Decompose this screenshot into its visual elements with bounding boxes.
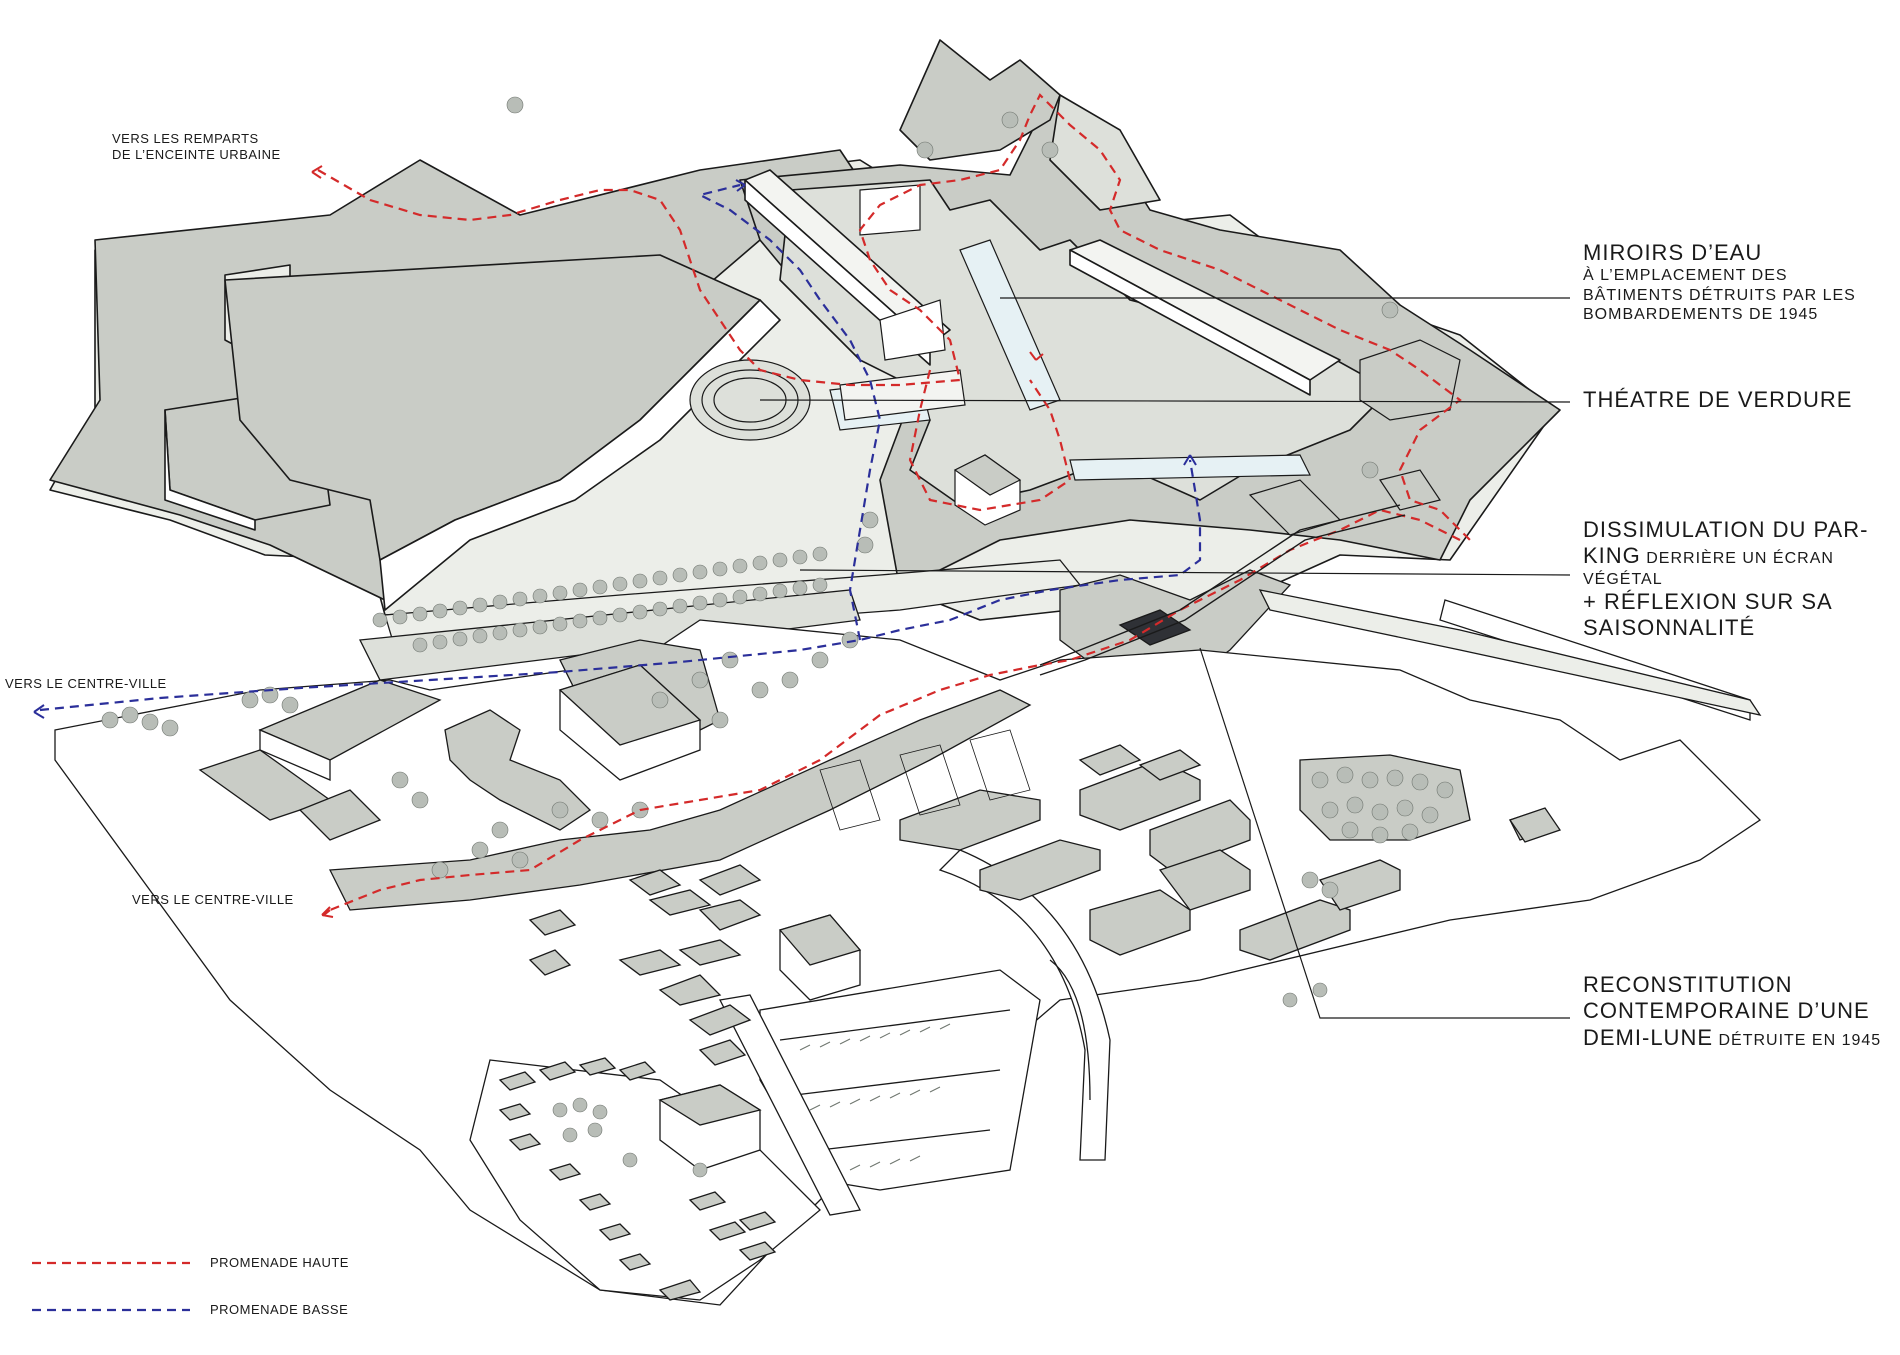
annotation-parking-line3: VÉGÉTAL xyxy=(1583,570,1663,588)
label-remparts-line2: DE L’ENCEINTE URBAINE xyxy=(112,146,281,162)
annotation-parking-line2-big: KING xyxy=(1583,543,1641,569)
trees xyxy=(101,96,1454,1178)
legend-swatches xyxy=(32,1261,190,1312)
annotation-parking-line5: SAISONNALITÉ xyxy=(1583,615,1756,641)
label-remparts: VERS LES REMPARTS DE L’ENCEINTE URBAINE xyxy=(112,131,281,162)
annotation-miroirs-line1: À L’EMPLACEMENT DES xyxy=(1583,267,1788,285)
annotation-miroirs-title: MIROIRS D’EAU xyxy=(1583,240,1763,265)
legend-label-haute: PROMENADE HAUTE xyxy=(210,1255,349,1270)
chapel-building xyxy=(953,454,1022,526)
annotation-parking: DISSIMULATION DU PAR- KING DERRIÈRE UN É… xyxy=(1583,517,1868,642)
tree-grove-east xyxy=(1301,766,1454,899)
annotation-demilune-line3-small: DÉTRUITE EN 1945 xyxy=(1713,1031,1882,1049)
promenade-basse-arrows xyxy=(33,179,1197,719)
annotation-parking-line4: + RÉFLEXION SUR SA xyxy=(1583,588,1833,614)
leader-theatre xyxy=(759,399,1571,403)
citadel-buildings xyxy=(859,184,1461,536)
harbour-moorings xyxy=(799,1023,951,1171)
citadel-fortification xyxy=(49,39,1561,621)
annotation-demilune-line2: CONTEMPORAINE D’UNE xyxy=(1583,998,1870,1024)
leader-parking xyxy=(799,569,1571,576)
label-remparts-line1: VERS LES REMPARTS xyxy=(112,131,259,146)
promenade-haute-arrows xyxy=(311,165,1044,918)
annotation-miroirs-line2: BÂTIMENTS DÉTRUITS PAR LES xyxy=(1583,286,1856,304)
annotation-demilune: RECONSTITUTION CONTEMPORAINE D’UNE DEMI-… xyxy=(1583,972,1881,1051)
annotation-demilune-line1: RECONSTITUTION xyxy=(1583,972,1793,997)
annotation-leaders xyxy=(759,297,1571,1019)
tree-group-harbour xyxy=(552,982,1328,1178)
tree-group-citadel xyxy=(506,96,1399,554)
annotation-miroirs: MIROIRS D’EAU À L’EMPLACEMENT DES BÂTIME… xyxy=(1583,240,1856,324)
lower-town-ground xyxy=(54,589,1762,1306)
promenade-haute-path xyxy=(317,93,1471,919)
annotation-miroirs-line3: BOMBARDEMENTS DE 1945 xyxy=(1583,305,1819,323)
label-centre-ville-top: VERS LE CENTRE-VILLE xyxy=(5,676,167,691)
promenade-basse-path xyxy=(39,183,1202,712)
annotation-parking-line2-small: DERRIÈRE UN ÉCRAN xyxy=(1640,550,1834,568)
annotation-parking-line1: DISSIMULATION DU PAR- xyxy=(1583,517,1869,542)
label-centre-ville-bottom: VERS LE CENTRE-VILLE xyxy=(132,892,294,907)
annotation-demilune-line3-big: DEMI-LUNE xyxy=(1583,1024,1714,1050)
demi-lune-ramp xyxy=(1039,504,1406,676)
tree-group-slope xyxy=(651,631,859,729)
legend-label-basse: PROMENADE BASSE xyxy=(210,1302,349,1317)
leader-demilune xyxy=(1199,647,1570,1019)
annotation-theatre: THÉATRE DE VERDURE xyxy=(1583,387,1853,412)
tree-row-parking xyxy=(372,546,828,653)
